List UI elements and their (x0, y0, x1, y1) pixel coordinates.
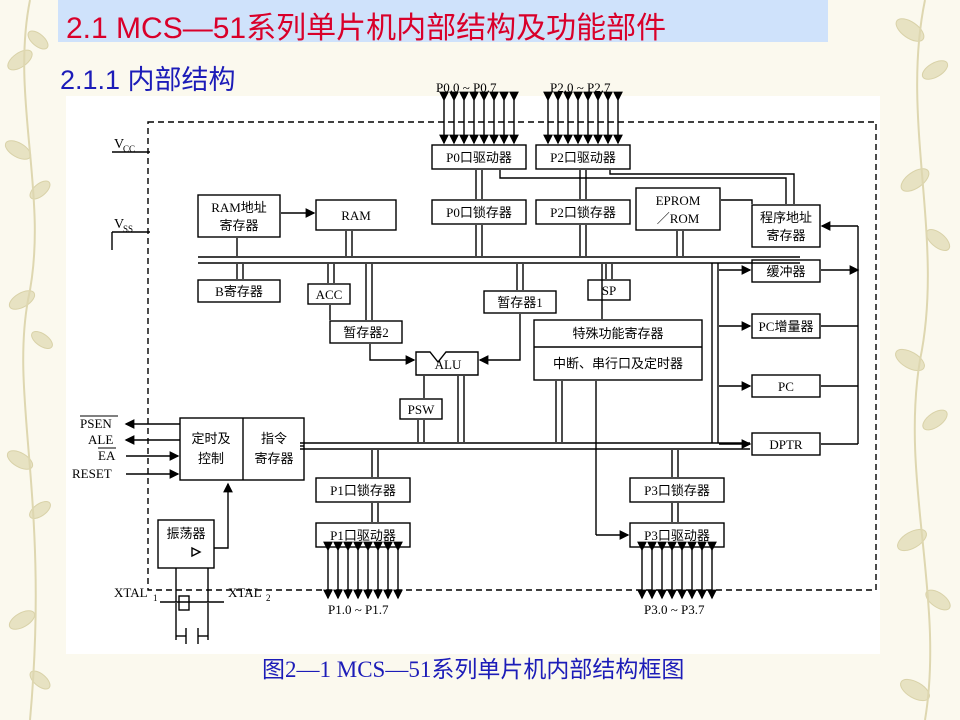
alu-shape (415, 351, 479, 376)
p2-driver-label: P2口驱动器 (550, 150, 616, 165)
temp1-box (483, 290, 557, 314)
psw-box (399, 398, 443, 420)
timing-box (179, 417, 305, 481)
figure-caption: 图2—1 MCS—51系列单片机内部结构框图 (262, 657, 685, 682)
vss-label: V (114, 217, 124, 232)
b-reg-box (197, 279, 281, 303)
xtal1-label: XTAL (114, 585, 148, 600)
p0-pins-label: P0.0 ~ P0.7 (436, 80, 497, 95)
alu-label: ALU (435, 357, 462, 372)
p0-latch-box (431, 199, 527, 225)
chip-boundary (147, 121, 877, 591)
pc-label: PC (778, 379, 794, 394)
sfr-box (533, 319, 703, 381)
buffer-label: 缓冲器 (766, 264, 805, 279)
vcc-label: V (114, 137, 124, 152)
sfr-label-2: 中断、串行口及定时器 (553, 356, 683, 371)
b-reg-label: B寄存器 (215, 284, 263, 299)
dptr-label: DPTR (769, 437, 803, 452)
p3-driver-label: P3口驱动器 (644, 528, 710, 543)
timing-label-1: 定时及 (191, 431, 230, 446)
temp2-box (329, 320, 403, 344)
temp1-label: 暂存器1 (497, 295, 543, 310)
pc-inc-label: PC增量器 (759, 319, 814, 334)
p0-driver-box (431, 144, 527, 170)
p1-latch-label: P1口锁存器 (330, 483, 396, 498)
ram-addr-box (197, 194, 281, 238)
dptr-box (751, 432, 821, 456)
pc-addr-label-2: 寄存器 (766, 228, 805, 243)
pc-addr-label-1: 程序地址 (760, 210, 812, 225)
psw-label: PSW (408, 402, 435, 417)
p3-pins-label: P3.0 ~ P3.7 (644, 602, 705, 617)
oscillator-box (157, 519, 215, 569)
buffer-box (751, 259, 821, 283)
xtal2-label: XTAL (228, 585, 262, 600)
p3-latch-label: P3口锁存器 (644, 483, 710, 498)
p2-latch-label: P2口锁存器 (550, 205, 616, 220)
instr-label-1: 指令 (261, 431, 287, 446)
p0-driver-label: P0口驱动器 (446, 150, 512, 165)
xtal1-sub-label: 1 (153, 593, 158, 603)
vcc-sub-label: CC (123, 144, 135, 154)
eprom-box (635, 187, 721, 231)
acc-label: ACC (316, 287, 343, 302)
sfr-label-1: 特殊功能寄存器 (572, 326, 663, 341)
eprom-label-1: EPROM (656, 193, 701, 208)
p2-pins-label: P2.0 ~ P2.7 (550, 80, 611, 95)
ram-box (315, 199, 397, 231)
page-title: 2.1 MCS—51系列单片机内部结构及功能部件 (66, 12, 667, 45)
ram-addr-label-2: 寄存器 (219, 218, 258, 233)
instr-label-2: 寄存器 (254, 451, 293, 466)
ea-label: EA (98, 448, 116, 463)
pc-addr-box (751, 204, 821, 248)
p1-driver-box (315, 522, 411, 548)
p1-pins-label: P1.0 ~ P1.7 (328, 602, 389, 617)
timing-label-2: 控制 (198, 451, 224, 466)
sp-label: SP (602, 283, 616, 298)
oscillator-label: 振荡器 (166, 526, 205, 541)
vine-decoration-left (4, 0, 53, 720)
eprom-label-2: ／ROM (657, 211, 700, 226)
title-bar (58, 0, 828, 42)
section-heading: 2.1.1 内部结构 (60, 65, 236, 95)
ale-label: ALE (88, 432, 113, 447)
p0-latch-label: P0口锁存器 (446, 205, 512, 220)
acc-box (307, 283, 351, 305)
p3-driver-box (629, 522, 725, 548)
p3-latch-box (629, 477, 725, 503)
pc-box (751, 374, 821, 398)
psen-label: PSEN (80, 416, 112, 431)
ram-label: RAM (341, 208, 371, 223)
vine-decoration-right (895, 0, 951, 720)
p1-driver-label: P1口驱动器 (330, 528, 396, 543)
p2-driver-box (535, 144, 631, 170)
xtal2-sub-label: 2 (266, 593, 271, 603)
temp2-label: 暂存器2 (343, 325, 389, 340)
sp-box (587, 279, 631, 301)
p1-latch-box (315, 477, 411, 503)
p2-latch-box (535, 199, 631, 225)
reset-label: RESET (72, 466, 112, 481)
pc-inc-box (751, 313, 821, 339)
ram-addr-label-1: RAM地址 (211, 200, 267, 215)
vss-sub-label: SS (123, 224, 133, 234)
